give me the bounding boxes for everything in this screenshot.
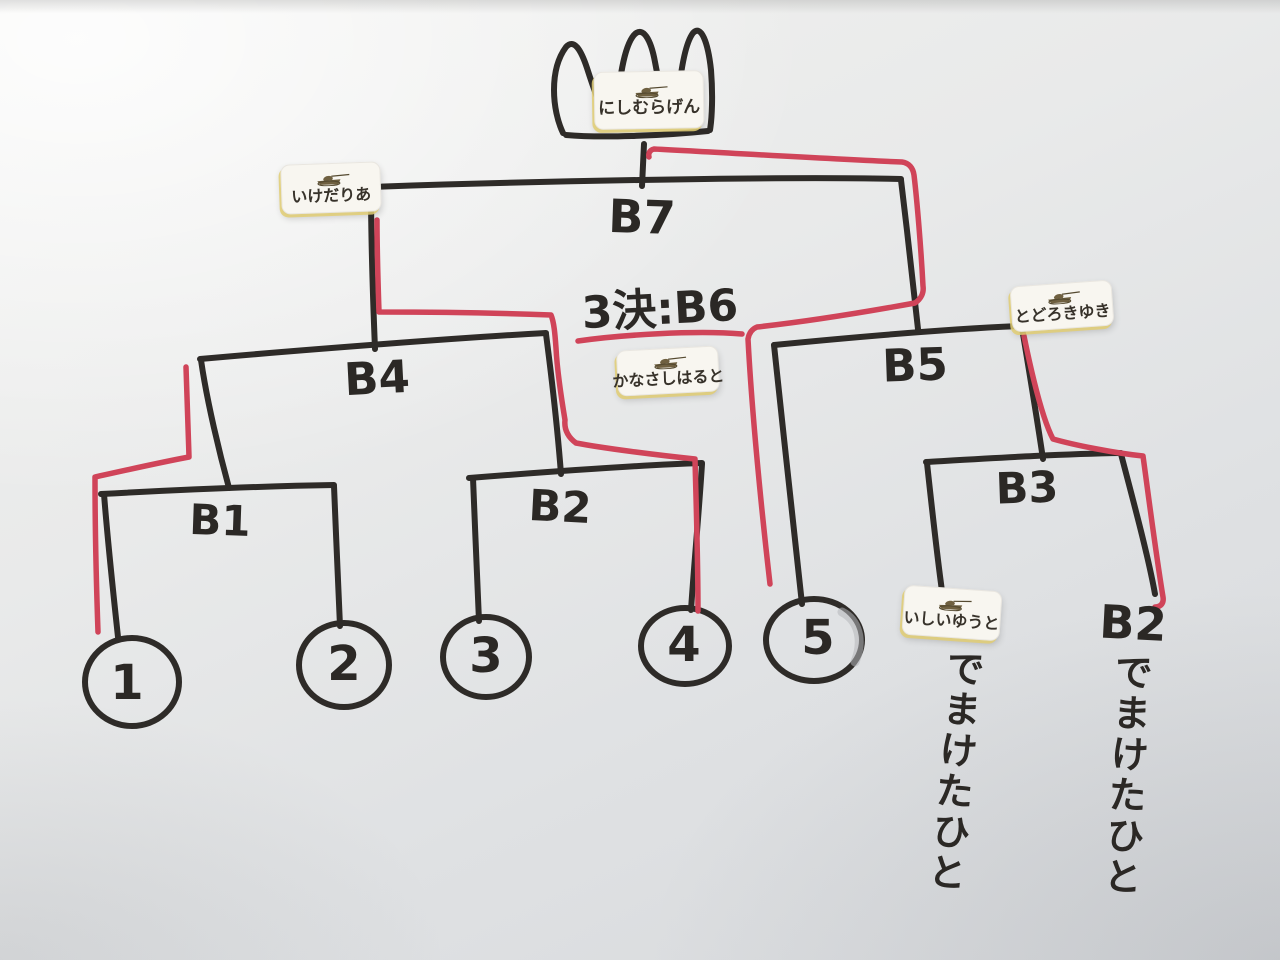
- match-label-semifinal-right: B5: [881, 337, 949, 393]
- seed-number-5: 5: [801, 610, 835, 666]
- b4-left-leg: [198, 357, 232, 491]
- b3-right-leg: [1118, 451, 1158, 597]
- red-underline-third-place: [575, 329, 745, 344]
- name-sticker-third-place-player: かなさしはると: [612, 345, 725, 397]
- note-b2-loser-match: B2: [1098, 594, 1169, 652]
- seed-circle-4: [638, 605, 732, 687]
- seed-number-3: 3: [469, 628, 503, 684]
- sticker-label-champion: にしむらげん: [597, 96, 701, 119]
- seed-circle-2: [296, 620, 392, 710]
- name-sticker-consolation-left-player: いしいゆうと: [901, 584, 1003, 642]
- red-path-b2loser-to-b5: [1021, 333, 1166, 610]
- note-b2-loser-suffix: でまけたひと: [1096, 650, 1154, 899]
- tank-icon: [1048, 291, 1080, 305]
- winner-paths-red: [92, 146, 1166, 635]
- name-sticker-right-semifinalist: とどろきゆき: [1009, 279, 1115, 333]
- seed-number-2: 2: [327, 636, 361, 692]
- red-path-seed4-to-b7: [374, 217, 701, 614]
- match-label-semifinal-left: B4: [342, 349, 412, 407]
- seed-circles: [82, 596, 865, 729]
- b7-bar: [367, 175, 904, 190]
- name-sticker-champion: にしむらげん: [593, 70, 705, 130]
- tank-icon: [635, 85, 668, 99]
- b2-left-leg: [470, 475, 482, 624]
- sticker-label-right-semifinalist: とどろきゆき: [1013, 300, 1112, 327]
- b5-left-leg: [771, 342, 805, 607]
- red-path-seed1-to-b4: [92, 364, 192, 635]
- b5-bar: [771, 323, 1024, 348]
- seed-number-4: 4: [667, 617, 701, 673]
- b4-right-leg: [543, 331, 564, 477]
- seed-circle-3: [440, 614, 532, 700]
- tank-icon: [654, 356, 687, 370]
- sticker-label-third-place-player: かなさしはると: [611, 366, 725, 392]
- b7-left-leg: [368, 185, 378, 352]
- match-label-consolation: B3: [994, 462, 1060, 515]
- seed-number-1: 1: [110, 655, 144, 711]
- b4-bar: [197, 330, 549, 362]
- b3-bar: [923, 450, 1124, 465]
- eraser-smudge: [837, 607, 864, 667]
- tank-icon: [938, 600, 972, 612]
- tank-icon: [317, 174, 350, 187]
- b1-left-leg: [101, 491, 121, 640]
- b1-right-leg: [331, 483, 343, 629]
- red-path-seed5-to-crown: [646, 146, 926, 587]
- note-b1-loser-suffix: でまけたひと: [920, 646, 986, 896]
- sticker-label-consolation-left-player: いしいゆうと: [902, 607, 1001, 634]
- match-label-final: B7: [607, 188, 677, 246]
- sticker-label-left-finalist: いけだりあ: [290, 184, 372, 207]
- match-label-quarterfinal-1: B1: [188, 494, 252, 547]
- match-label-quarterfinal-2: B2: [527, 480, 593, 535]
- name-sticker-left-finalist: いけだりあ: [280, 161, 382, 215]
- b3-left-leg: [924, 460, 945, 594]
- match-label-third-place: 3決:B6: [580, 279, 740, 340]
- bracket-lines: [98, 175, 1158, 640]
- seed-circle-1: [82, 635, 182, 729]
- b7-right-leg: [898, 177, 921, 332]
- b2-bar: [466, 460, 705, 481]
- b1-bar: [98, 482, 337, 497]
